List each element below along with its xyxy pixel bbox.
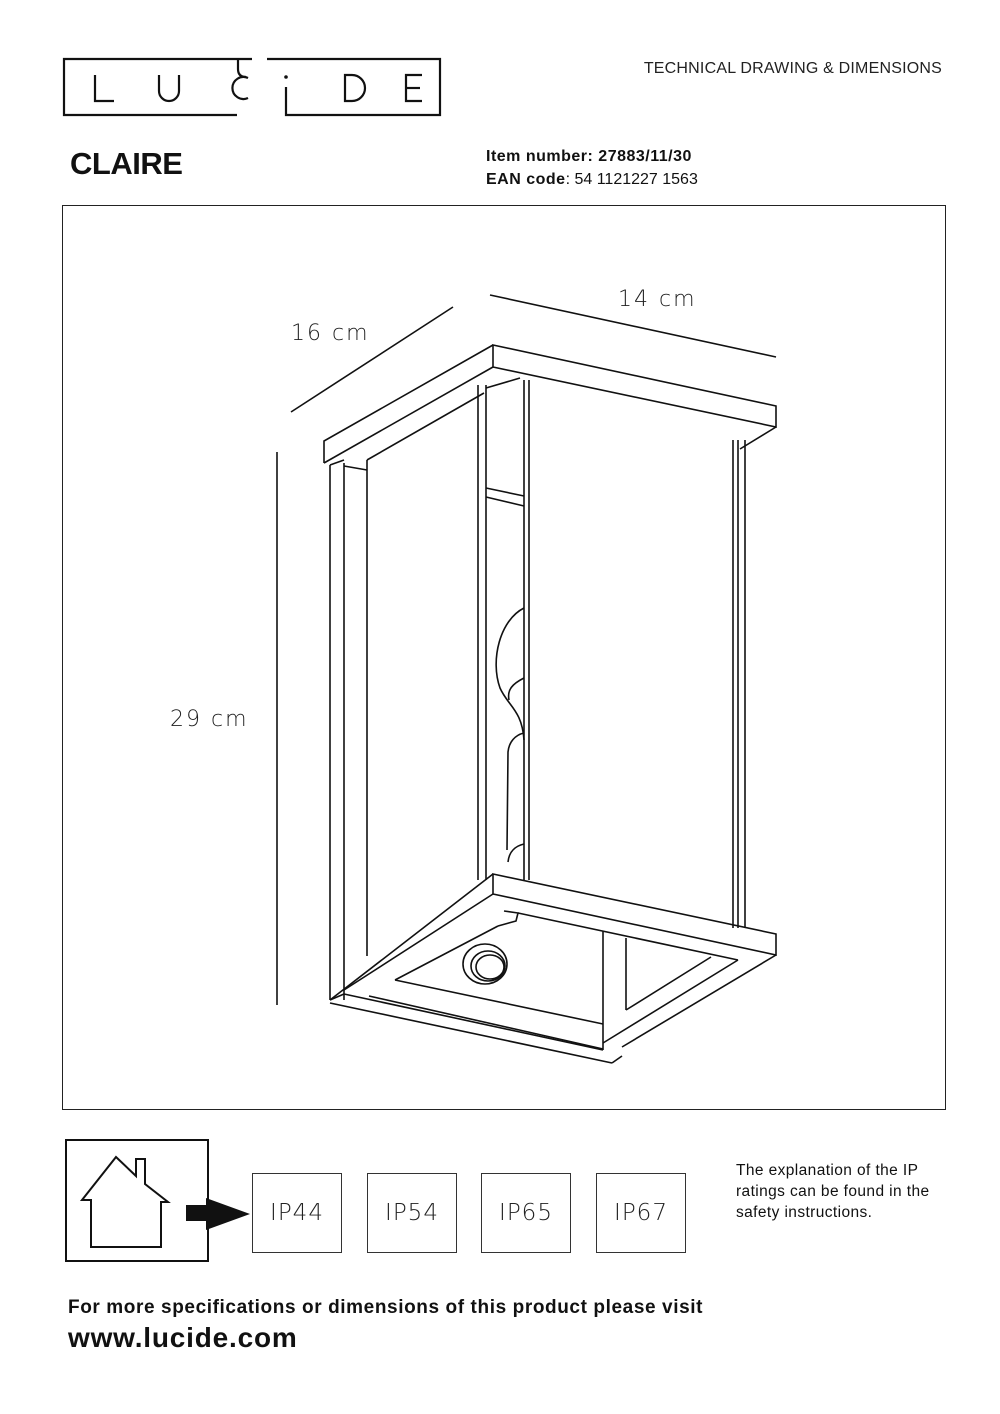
ean-value: 54 1121227 1563 — [574, 171, 698, 188]
depth-dimension: 16 cm — [291, 321, 370, 346]
document-type: TECHNICAL DRAWING & DIMENSIONS — [643, 60, 942, 77]
ip-rating-ip65: IP65 — [481, 1173, 571, 1253]
ip-explanation-note: The explanation of the IP ratings can be… — [736, 1162, 930, 1221]
footer-text: For more specifications or dimensions of… — [68, 1297, 704, 1318]
lucide-logo-icon — [62, 57, 442, 117]
ean-row: EAN code: 54 1121227 1563 — [486, 171, 698, 188]
arrow-right-icon — [186, 1198, 250, 1230]
item-info: Item number: 27883/11/30 EAN code: 54 11… — [486, 145, 698, 191]
indoor-house-icon — [65, 1139, 209, 1262]
width-dimension: 14 cm — [618, 287, 697, 312]
ip-rating-ip54: IP54 — [367, 1173, 457, 1253]
ip-rating-ip67: IP67 — [596, 1173, 686, 1253]
ip-rating-ip44: IP44 — [252, 1173, 342, 1253]
brand-logo — [62, 55, 442, 119]
height-dimension: 29 cm — [170, 707, 249, 732]
item-number-row: Item number: 27883/11/30 — [486, 148, 692, 165]
item-number-label: Item number — [486, 148, 588, 165]
ean-label: EAN code — [486, 171, 566, 188]
technical-drawing-frame — [62, 205, 946, 1110]
product-name: CLAIRE — [70, 146, 183, 181]
lamp-technical-drawing: 16 cm 14 cm 29 cm — [170, 287, 777, 1064]
website-link[interactable]: www.lucide.com — [68, 1322, 298, 1353]
item-number-value: 27883/11/30 — [598, 148, 692, 165]
